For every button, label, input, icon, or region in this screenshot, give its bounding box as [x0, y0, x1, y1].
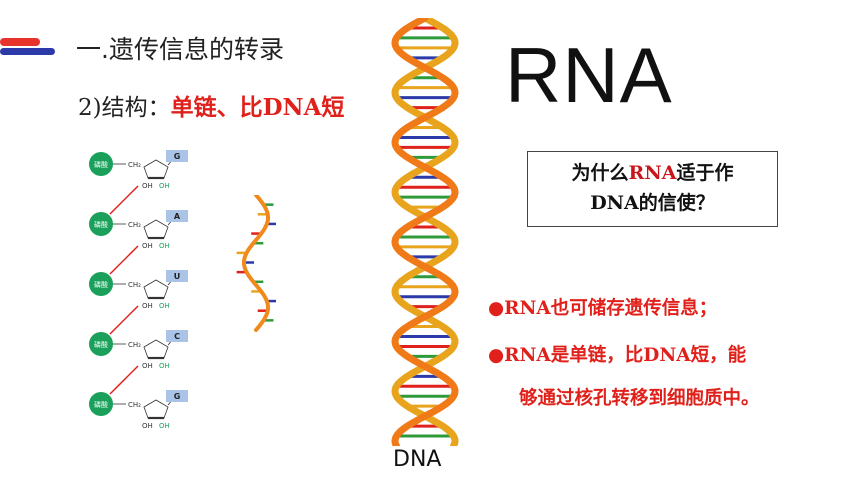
decor-bar-red: [0, 38, 40, 46]
dna-helix-strands: [391, 18, 459, 446]
helix-backbone: [391, 18, 459, 446]
subtitle-highlight: 单链、比DNA短: [170, 94, 345, 121]
base-letter: G: [174, 152, 181, 161]
phosphate-circle: [89, 272, 113, 296]
rna-strand: [236, 195, 276, 332]
question-line-1: 为什么RNA适于作: [571, 162, 734, 184]
base-box: [166, 330, 188, 342]
oh-label: OH: [142, 302, 153, 310]
ribose-ring: [143, 399, 169, 419]
helix-backbone: [391, 18, 459, 446]
backbone-link: [109, 245, 139, 275]
oh-label: OH: [142, 242, 153, 250]
phosphate-circle: [89, 152, 113, 176]
phosphate-circle: [89, 392, 113, 416]
backbone-link: [109, 305, 139, 335]
sugar-ch2-label: CH₂: [128, 401, 141, 409]
oh-label-green: OH: [159, 182, 170, 190]
slide-title: 一.遗传信息的转录: [76, 35, 284, 64]
base-box: [166, 210, 188, 222]
base-letter: G: [174, 392, 181, 401]
dna-double-helix: [391, 18, 459, 446]
phosphate-circle: [89, 332, 113, 356]
base-letter: A: [174, 212, 181, 221]
phosphate-label: 磷酸: [94, 160, 108, 169]
rna-nucleotide-diagram: 磷酸 CH₂ OH OH G 磷酸 CH₂ OH OH A 磷酸 CH₂ OH OH U 磷酸 CH₂ OH OH C…: [89, 150, 188, 430]
nucleotide-chain: 磷酸 CH₂ OH OH G 磷酸 CH₂ OH OH A 磷酸 CH₂ OH OH U 磷酸 CH₂ OH OH C…: [89, 150, 188, 430]
backbone-link: [109, 185, 139, 215]
decor-bar-blue: [0, 48, 55, 55]
structure-subtitle: 2)结构：单链、比DNA短: [78, 88, 344, 122]
bullet-storage: ●RNA也可储存遗传信息；: [488, 298, 718, 319]
ribose-ring: [143, 279, 169, 299]
subtitle-prefix: 2)结构：: [78, 95, 171, 121]
oh-label-green: OH: [159, 422, 170, 430]
rna-strand-illustration: [236, 195, 276, 332]
sugar-ch2-label: CH₂: [128, 281, 141, 289]
base-letter: C: [174, 332, 180, 341]
ribose-ring: [143, 339, 169, 359]
oh-label: OH: [142, 182, 153, 190]
ribose-ring: [143, 159, 169, 179]
dna-label: DNA: [393, 447, 442, 472]
sugar-ch2-label: CH₂: [128, 341, 141, 349]
rna-heading: RNA: [505, 31, 673, 119]
backbone-link: [109, 365, 139, 395]
bullet-single-strand: ●RNA是单链，比DNA短，能: [488, 345, 747, 366]
question-box: 为什么RNA适于作 DNA的信使？: [527, 151, 778, 227]
base-box: [166, 150, 188, 162]
phosphate-label: 磷酸: [94, 220, 108, 229]
phosphate-circle: [89, 212, 113, 236]
rna-backbone: [242, 195, 270, 332]
base-box: [166, 270, 188, 282]
sugar-ch2-label: CH₂: [128, 221, 141, 229]
oh-label-green: OH: [159, 302, 170, 310]
ribose-ring: [143, 219, 169, 239]
oh-label: OH: [142, 422, 153, 430]
oh-label-green: OH: [159, 362, 170, 370]
base-box: [166, 390, 188, 402]
sugar-ch2-label: CH₂: [128, 161, 141, 169]
phosphate-label: 磷酸: [94, 400, 108, 409]
oh-label-green: OH: [159, 242, 170, 250]
question-line-2: DNA的信使？: [590, 192, 715, 214]
base-letter: U: [174, 272, 181, 281]
bullet-single-strand-cont: 够通过核孔转移到细胞质中。: [519, 388, 760, 409]
oh-label: OH: [142, 362, 153, 370]
phosphate-label: 磷酸: [94, 280, 108, 289]
phosphate-label: 磷酸: [94, 340, 108, 349]
